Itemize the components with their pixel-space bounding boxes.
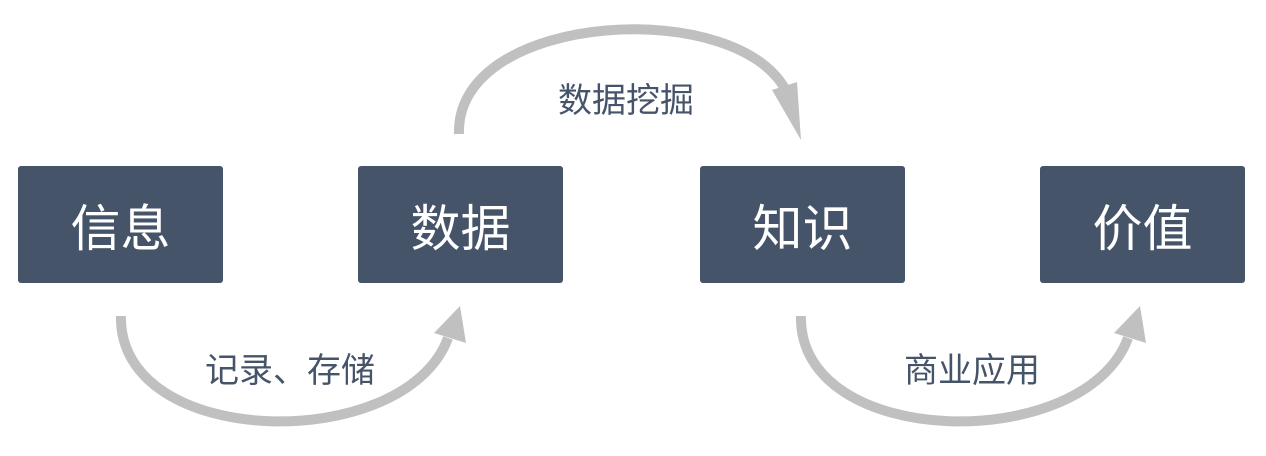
node-knowledge: 知识 — [700, 166, 905, 283]
node-data: 数据 — [358, 166, 563, 283]
node-value: 价值 — [1040, 166, 1245, 283]
arrow-record-store — [115, 306, 466, 427]
arrow-business-application — [795, 306, 1146, 427]
node-information: 信息 — [18, 166, 223, 283]
edge-label-data-mining: 数据挖掘 — [558, 81, 694, 121]
edge-label-business-application: 商业应用 — [904, 351, 1040, 391]
edge-label-record-store: 记录、存储 — [205, 351, 375, 391]
arrow-data-mining — [453, 24, 801, 140]
